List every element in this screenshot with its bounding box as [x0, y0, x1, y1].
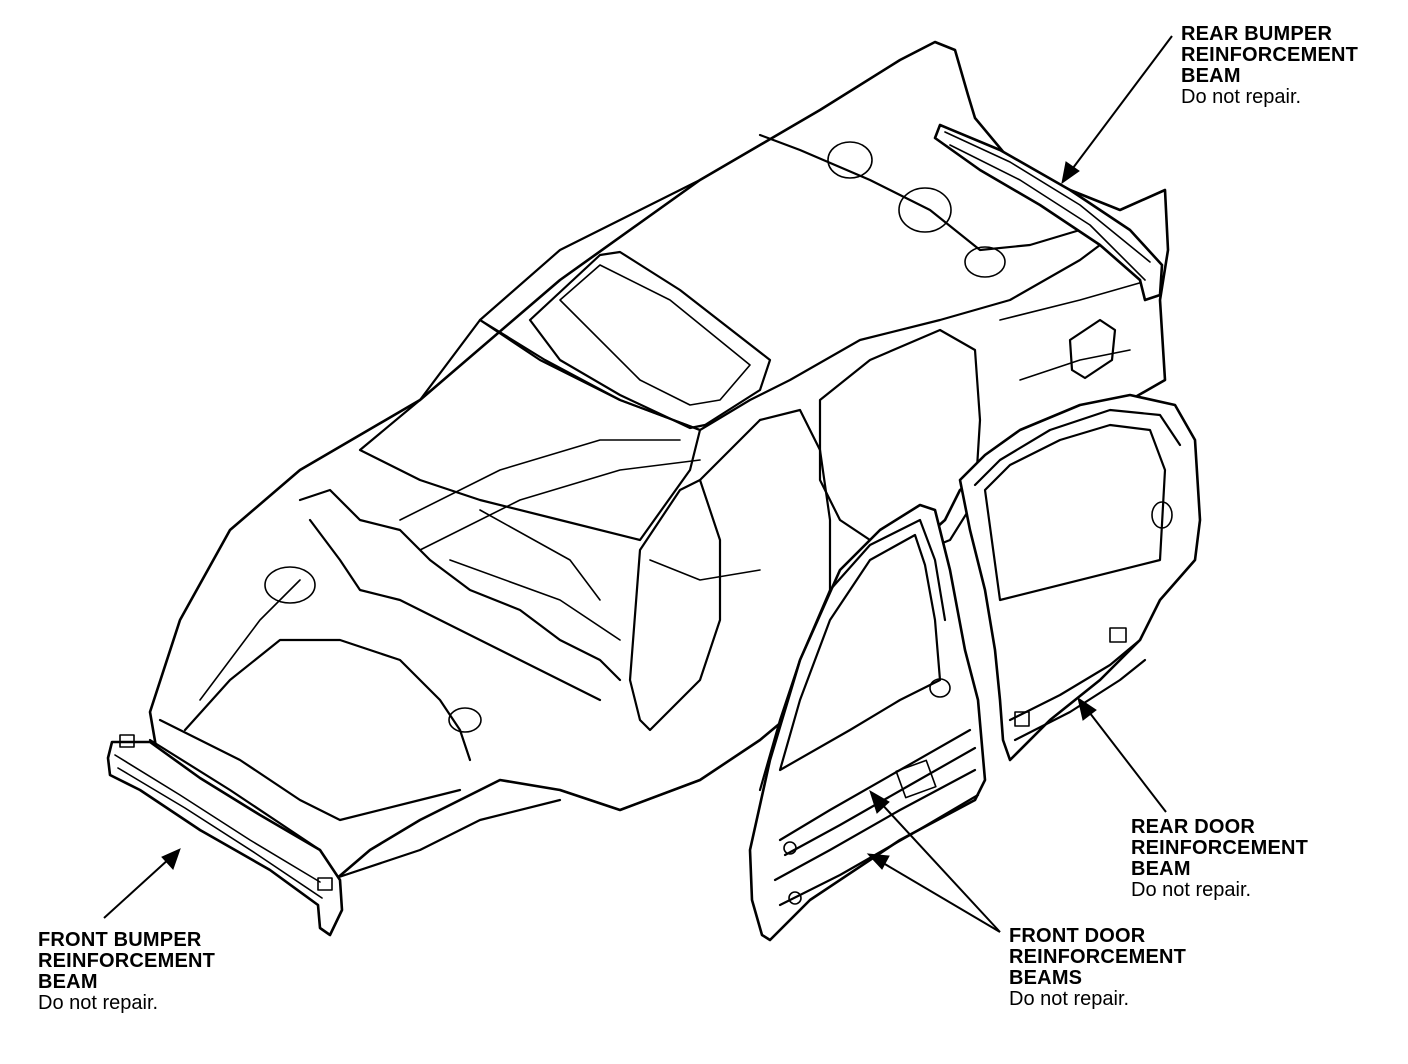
car-body-shell — [148, 40, 1170, 892]
rear-bumper-beam — [933, 123, 1164, 302]
callout-title-line: REINFORCEMENT — [1131, 837, 1309, 859]
front-bumper-callout: FRONT BUMPER REINFORCEMENT BEAM Do not r… — [38, 930, 215, 1014]
callout-title-line: FRONT BUMPER — [38, 929, 202, 951]
callout-note: Do not repair. — [1009, 988, 1130, 1010]
callout-note: Do not repair. — [1131, 879, 1252, 901]
callout-title-line: REINFORCEMENT — [1181, 44, 1359, 66]
leader-rear-bumper — [1061, 35, 1173, 185]
front-door — [748, 503, 987, 942]
callout-title-line: BEAMS — [1009, 967, 1083, 989]
callout-title-line: BEAM — [1181, 65, 1241, 87]
front-bumper-beam — [106, 734, 344, 937]
callout-title-line: REAR DOOR — [1131, 816, 1256, 838]
rear-door — [958, 393, 1202, 762]
callout-title-line: BEAM — [1131, 858, 1191, 880]
front-door-callout: FRONT DOOR REINFORCEMENT BEAMS Do not re… — [1009, 926, 1186, 1010]
rear-bumper-callout: REAR BUMPER REINFORCEMENT BEAM Do not re… — [1181, 24, 1358, 108]
leader-front-bumper — [103, 848, 181, 919]
callout-note: Do not repair. — [1181, 86, 1302, 108]
callout-title-line: REINFORCEMENT — [1009, 946, 1187, 968]
callout-title-line: FRONT DOOR — [1009, 925, 1146, 947]
callout-title-line: REINFORCEMENT — [38, 950, 216, 972]
callout-title-line: REAR BUMPER — [1181, 23, 1333, 45]
leader-front-door — [866, 789, 1001, 933]
callout-note: Do not repair. — [38, 992, 159, 1014]
rear-door-callout: REAR DOOR REINFORCEMENT BEAM Do not repa… — [1131, 817, 1308, 901]
leader-rear-door — [1077, 696, 1167, 813]
callout-title-line: BEAM — [38, 971, 98, 993]
